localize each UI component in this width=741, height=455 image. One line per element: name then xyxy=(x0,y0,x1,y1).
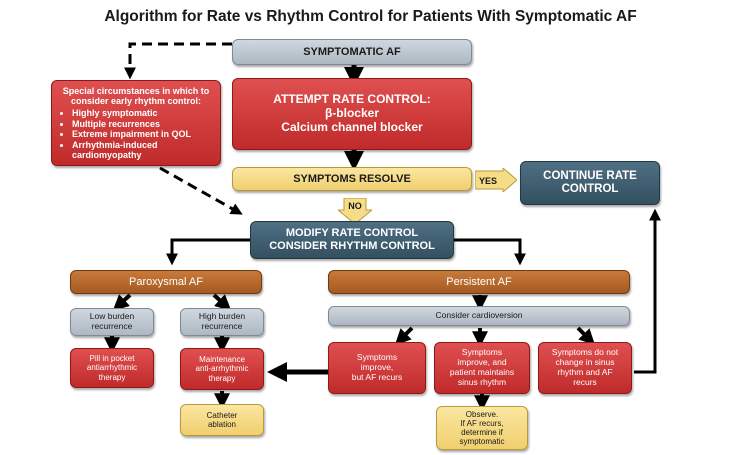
arrow-cardioversion-to-nochange xyxy=(576,326,596,346)
catheter-ablation-node: Catheter ablation xyxy=(180,404,264,436)
node-label: β-blocker xyxy=(324,106,379,121)
arrow-nochange-to-continue xyxy=(634,208,661,374)
arrow-modify-to-paroxysmal xyxy=(166,238,250,266)
yes-arrow: YES xyxy=(475,168,517,192)
special-head: Special circumstances in which to consid… xyxy=(60,86,212,107)
arrow-modify-to-persistent xyxy=(454,238,526,266)
node-label: but AF recurs xyxy=(351,371,403,382)
special-head-line: Special circumstances in which to xyxy=(62,85,210,96)
arrow-paroxysmal-to-high xyxy=(212,293,232,311)
consider-cardioversion-node: Consider cardioversion xyxy=(328,306,630,326)
node-label: CONTROL xyxy=(561,183,619,195)
node-label: Low burden xyxy=(89,311,135,322)
node-label: improve, xyxy=(360,362,394,373)
persistent-af-node: Persistent AF xyxy=(328,270,630,294)
node-label: CONSIDER RHYTHM CONTROL xyxy=(269,240,435,252)
symptoms-improve-sinus-node: Symptoms improve, and patient maintains … xyxy=(434,342,530,394)
node-label: Symptoms xyxy=(356,352,398,363)
high-burden-node: High burden recurrence xyxy=(180,308,264,336)
special-item: Extreme impairment in QOL xyxy=(72,129,212,139)
node-label: change in sinus xyxy=(555,357,615,368)
node-label: Persistent AF xyxy=(446,275,512,288)
node-label: SYMPTOMATIC AF xyxy=(303,45,401,58)
node-label: Symptoms do not xyxy=(551,347,619,358)
special-item: Arrhythmia-induced cardiomyopathy xyxy=(72,140,212,161)
no-label: NO xyxy=(348,201,362,211)
low-burden-node: Low burden recurrence xyxy=(70,308,154,336)
special-item: Multiple recurrences xyxy=(72,119,212,129)
node-label: Maintenance xyxy=(199,355,245,365)
node-label: recurrence xyxy=(91,321,133,331)
node-label: ablation xyxy=(207,420,237,429)
node-label: therapy xyxy=(208,373,236,383)
special-circumstances-node: Special circumstances in which to consid… xyxy=(51,80,221,166)
no-arrow: NO xyxy=(338,198,372,224)
node-label: Symptoms xyxy=(461,347,503,358)
node-label: If AF recurs, xyxy=(460,418,504,428)
node-label: Pill in pocket xyxy=(89,354,135,364)
node-label: Catheter xyxy=(206,410,238,420)
special-list: Highly symptomatic Multiple recurrences … xyxy=(60,108,212,160)
paroxysmal-af-node: Paroxysmal AF xyxy=(70,270,262,294)
attempt-rate-control-node: ATTEMPT RATE CONTROL: β-blocker Calcium … xyxy=(232,78,472,150)
dashed-arrow-special-to-modify xyxy=(159,166,243,215)
arrow-cardioversion-to-recurs xyxy=(394,326,414,346)
node-label: recurs xyxy=(573,376,597,387)
node-label: Consider cardioversion xyxy=(435,310,523,321)
node-label: Observe. xyxy=(465,409,499,419)
special-head-line: consider early rhythm control: xyxy=(70,96,202,107)
node-label: SYMPTOMS RESOLVE xyxy=(293,172,411,185)
node-label: CONTINUE RATE xyxy=(543,169,637,182)
node-label: ATTEMPT RATE CONTROL: xyxy=(273,92,431,107)
diagram-title: Algorithm for Rate vs Rhythm Control for… xyxy=(104,8,637,25)
dashed-arrow-to-special xyxy=(124,42,232,80)
node-label: recurrence xyxy=(201,321,243,331)
node-label: antiarrhythmic xyxy=(86,363,138,373)
node-label: determine if xyxy=(461,428,503,437)
observe-node: Observe. If AF recurs, determine if symp… xyxy=(436,406,528,450)
modify-rate-control-node: MODIFY RATE CONTROL CONSIDER RHYTHM CONT… xyxy=(250,221,454,259)
node-label: High burden xyxy=(198,311,246,322)
symptoms-improve-af-recurs-node: Symptoms improve, but AF recurs xyxy=(328,342,426,394)
maintenance-therapy-node: Maintenance anti-arrhythmic therapy xyxy=(180,348,264,390)
special-item: Highly symptomatic xyxy=(72,108,212,118)
node-label: Calcium channel blocker xyxy=(281,119,423,134)
node-label: rhythm and AF xyxy=(557,367,613,377)
node-label: improve, and xyxy=(457,357,507,368)
yes-label: YES xyxy=(479,176,497,186)
node-label: MODIFY RATE CONTROL xyxy=(285,227,419,240)
node-label: therapy xyxy=(98,372,126,382)
node-label: Paroxysmal AF xyxy=(129,275,203,288)
node-label: sinus rhythm xyxy=(457,376,507,387)
pill-in-pocket-node: Pill in pocket antiarrhythmic therapy xyxy=(70,348,154,388)
arrow-paroxysmal-to-low xyxy=(112,293,132,311)
symptoms-no-change-node: Symptoms do not change in sinus rhythm a… xyxy=(538,342,632,394)
symptomatic-af-node: SYMPTOMATIC AF xyxy=(232,39,472,65)
node-label: anti-arrhythmic xyxy=(195,364,249,374)
node-label: patient maintains xyxy=(449,367,515,377)
node-label: symptomatic xyxy=(459,437,505,447)
symptoms-resolve-node: SYMPTOMS RESOLVE xyxy=(232,167,472,191)
continue-rate-control-node: CONTINUE RATE CONTROL xyxy=(520,161,660,205)
